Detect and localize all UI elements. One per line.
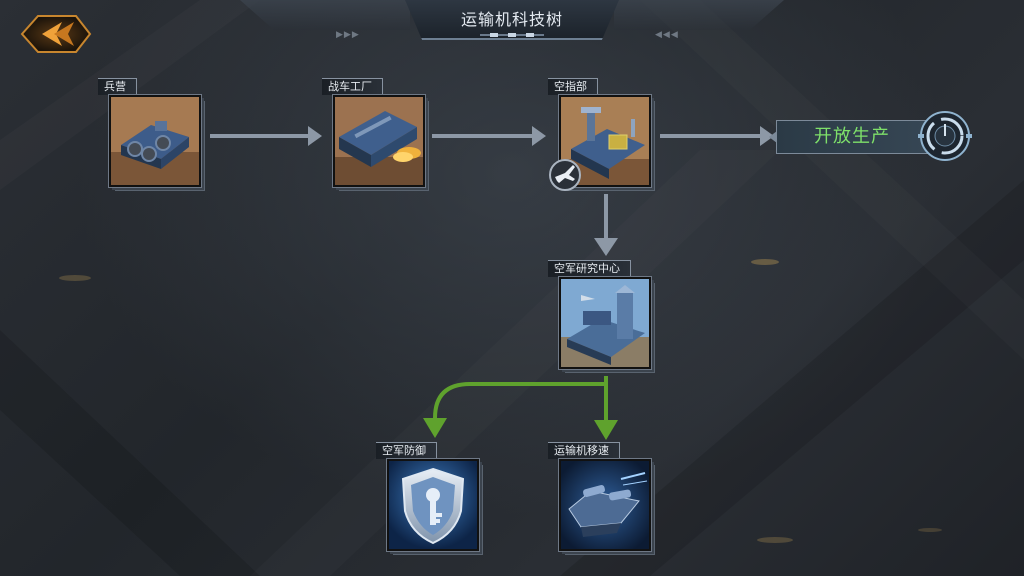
war-factory-icon [335, 97, 423, 185]
production-dial-icon [918, 111, 972, 161]
page-title: 运输机科技树 [460, 10, 563, 29]
tech-node-war-factory[interactable]: 战车工厂 [322, 78, 432, 194]
jet-icon [549, 159, 581, 191]
back-arrow-icon[interactable] [16, 10, 96, 58]
node-label: 战车工厂 [322, 78, 383, 95]
open-production-button[interactable]: 开放生产 [769, 120, 928, 154]
barracks-icon [111, 97, 199, 185]
header-arrows-right: ◀◀◀ [655, 30, 679, 40]
node-frame [558, 458, 652, 552]
node-label: 兵营 [98, 78, 137, 95]
node-label: 空军防御 [376, 442, 437, 459]
header-wing-left [240, 0, 410, 30]
header-arrows-left: ▶▶▶ [336, 30, 360, 40]
node-frame [332, 94, 426, 188]
node-label: 空指部 [548, 78, 598, 95]
tech-node-transport-speed[interactable]: 运输机移速 [548, 442, 658, 558]
node-label: 空军研究中心 [548, 260, 631, 277]
node-frame [108, 94, 202, 188]
tech-node-barracks[interactable]: 兵营 [98, 78, 208, 194]
tech-node-air-research[interactable]: 空军研究中心 [548, 260, 658, 376]
transport-plane-icon [561, 461, 649, 549]
node-label: 运输机移速 [548, 442, 620, 459]
air-research-icon [561, 279, 649, 367]
node-frame [558, 276, 652, 370]
shield-key-icon [389, 461, 477, 549]
node-frame [386, 458, 480, 552]
tech-node-air-defense[interactable]: 空军防御 [376, 442, 486, 558]
header-indicator [480, 33, 544, 37]
